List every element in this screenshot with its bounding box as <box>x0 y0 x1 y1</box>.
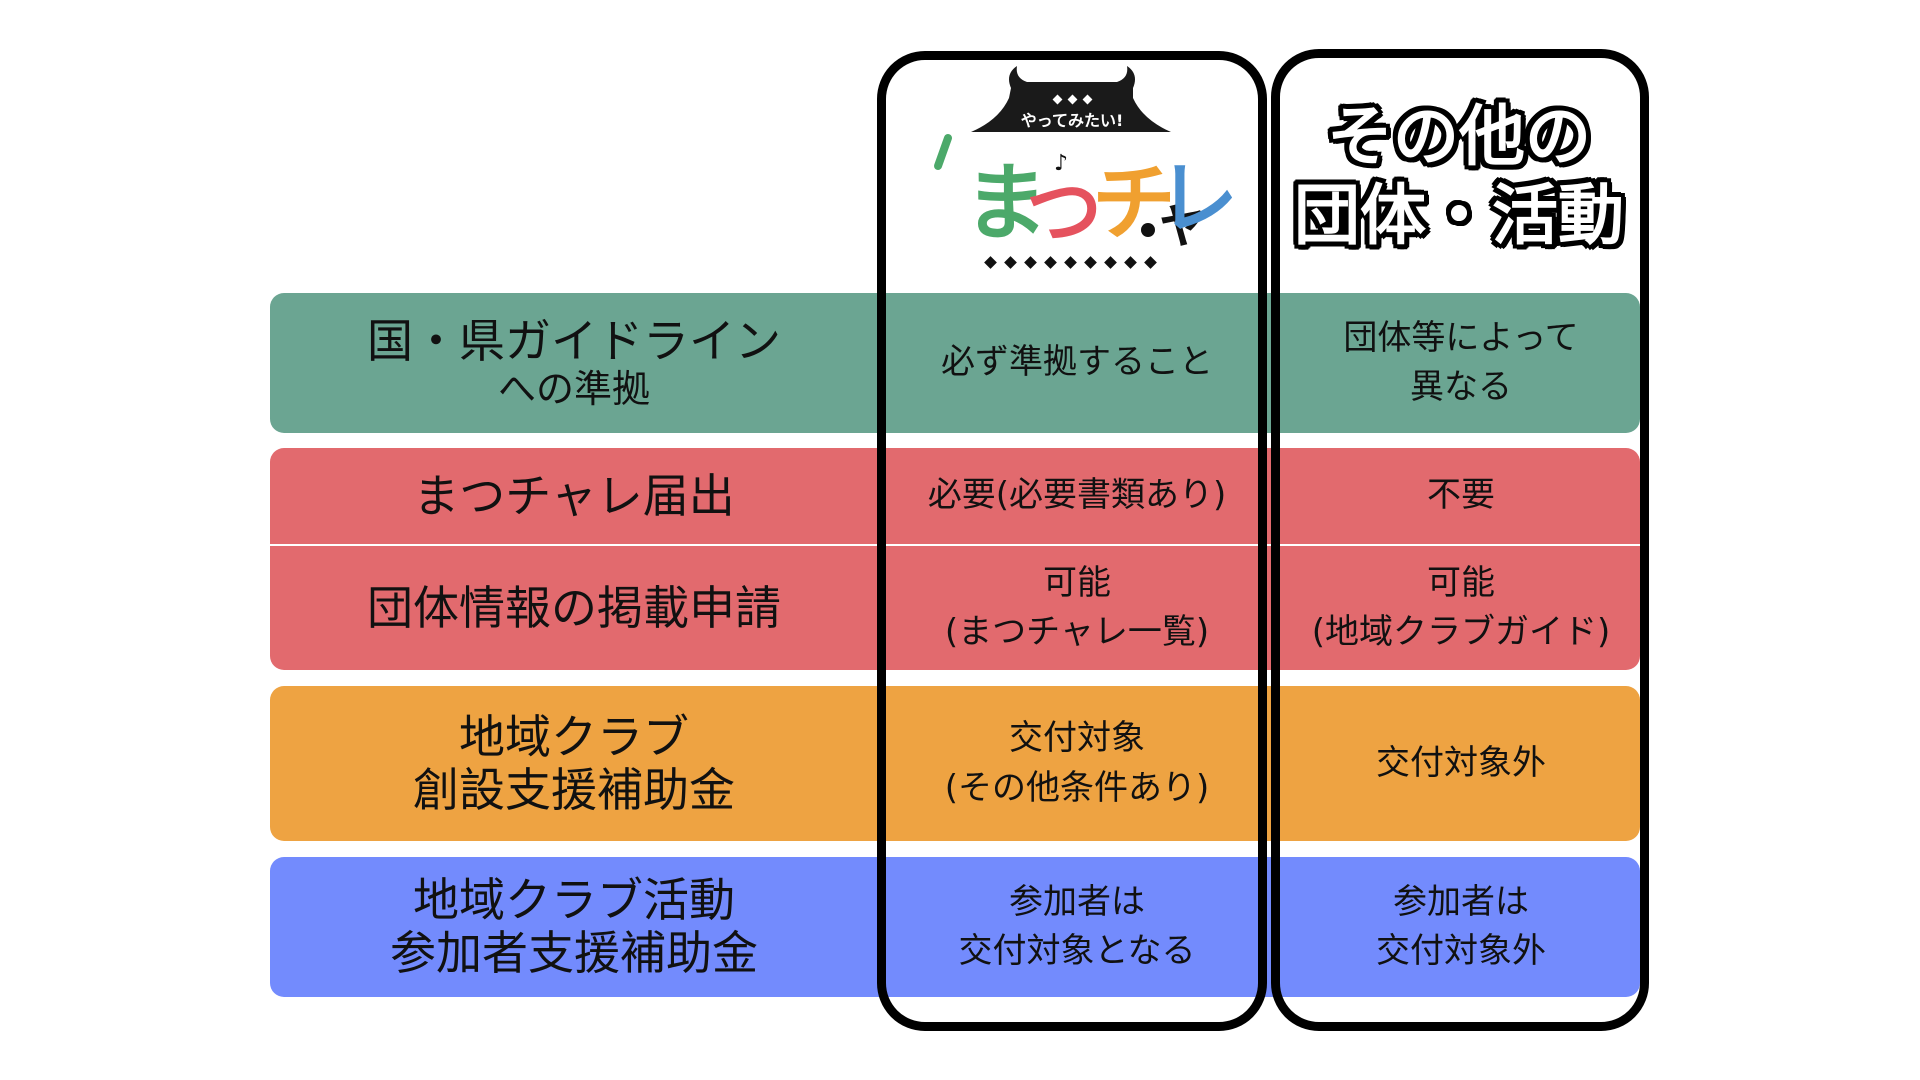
other-cell: 参加者は 交付対象外 <box>1281 857 1641 997</box>
row-label: 国・県ガイドライン への準拠 <box>270 293 878 433</box>
svg-text:ま: ま <box>964 154 1048 252</box>
cell-line: (まつチャレ一覧) <box>944 612 1210 652</box>
row-listing: 団体情報の掲載申請 可能 (まつチャレ一覧) 可能 (地域クラブガイド) <box>270 546 1640 670</box>
row-founding-subsidy: 地域クラブ 創設支援補助金 交付対象 (その他条件あり) 交付対象外 <box>270 686 1640 841</box>
matsuchare-header: やってみたい! ま つ チ ャ レ ♪ <box>886 60 1258 292</box>
row-label: 地域クラブ活動 参加者支援補助金 <box>270 857 878 997</box>
cell-line: 団体等によって <box>1343 317 1579 358</box>
row-label-line: への準拠 <box>497 366 650 411</box>
cell-line: 可能 <box>1043 562 1111 603</box>
cell-line: 交付対象外 <box>1376 931 1546 971</box>
svg-text:つ: つ <box>1026 167 1102 256</box>
row-label-line: まつチャレ届出 <box>413 468 735 523</box>
row-label-line: 地域クラブ活動 <box>413 873 735 928</box>
row-label-line: 地域クラブ <box>459 709 689 764</box>
row-label: 団体情報の掲載申請 <box>270 546 878 670</box>
row-label: まつチャレ届出 <box>270 448 878 544</box>
logo-tagline: やってみたい! <box>1021 111 1124 130</box>
cell-line: (地域クラブガイド) <box>1311 612 1611 652</box>
other-cell: 団体等によって 異なる <box>1281 293 1641 433</box>
cell-line: 必ず準拠すること <box>941 342 1213 383</box>
cell-line: (その他条件あり) <box>944 767 1210 808</box>
row-guideline: 国・県ガイドライン への準拠 必ず準拠すること 団体等によって 異なる <box>270 293 1640 433</box>
cell-line: 交付対象となる <box>958 931 1196 971</box>
row-participant-subsidy: 地域クラブ活動 参加者支援補助金 参加者は 交付対象となる 参加者は 交付対象外 <box>270 857 1640 997</box>
matsuchare-cell: 可能 (まつチャレ一覧) <box>887 546 1267 670</box>
cell-line: 必要(必要書類あり) <box>927 475 1227 516</box>
row-notification: まつチャレ届出 必要(必要書類あり) 不要 <box>270 448 1640 544</box>
svg-text:レ: レ <box>1158 152 1238 245</box>
matsuchare-cell: 必ず準拠すること <box>887 293 1267 433</box>
matsuchare-cell: 必要(必要書類あり) <box>887 448 1267 544</box>
other-title-line2: 団体・活動 <box>1294 177 1624 254</box>
cell-line: 交付対象 <box>1009 718 1145 759</box>
row-label-line: 国・県ガイドライン <box>367 313 781 368</box>
cell-line: 不要 <box>1427 475 1495 516</box>
svg-text:チ: チ <box>1092 154 1176 252</box>
cell-line: 参加者は <box>1393 881 1529 922</box>
svg-text:♪: ♪ <box>1054 151 1068 176</box>
svg-text:ャ: ャ <box>1154 189 1210 254</box>
row-label-line: 団体情報の掲載申請 <box>367 580 781 635</box>
other-cell: 可能 (地域クラブガイド) <box>1281 546 1641 670</box>
other-cell: 不要 <box>1281 448 1641 544</box>
row-label: 地域クラブ 創設支援補助金 <box>270 686 878 841</box>
cell-line: 参加者は <box>1009 881 1145 922</box>
other-cell: 交付対象外 <box>1281 686 1641 841</box>
row-label-line: 創設支援補助金 <box>413 762 735 817</box>
matsuchare-cell: 交付対象 (その他条件あり) <box>887 686 1267 841</box>
cell-line: 交付対象外 <box>1376 742 1546 783</box>
matsuchare-cell: 参加者は 交付対象となる <box>887 857 1267 997</box>
cell-line: 可能 <box>1427 562 1495 603</box>
other-groups-header: その他の 団体・活動 <box>1280 60 1638 292</box>
cell-line: 異なる <box>1410 367 1512 407</box>
row-label-line: 参加者支援補助金 <box>390 926 758 980</box>
matsuchare-logo: やってみたい! ま つ チ ャ レ ♪ <box>934 66 1238 269</box>
other-title-line1: その他の <box>1327 97 1591 175</box>
